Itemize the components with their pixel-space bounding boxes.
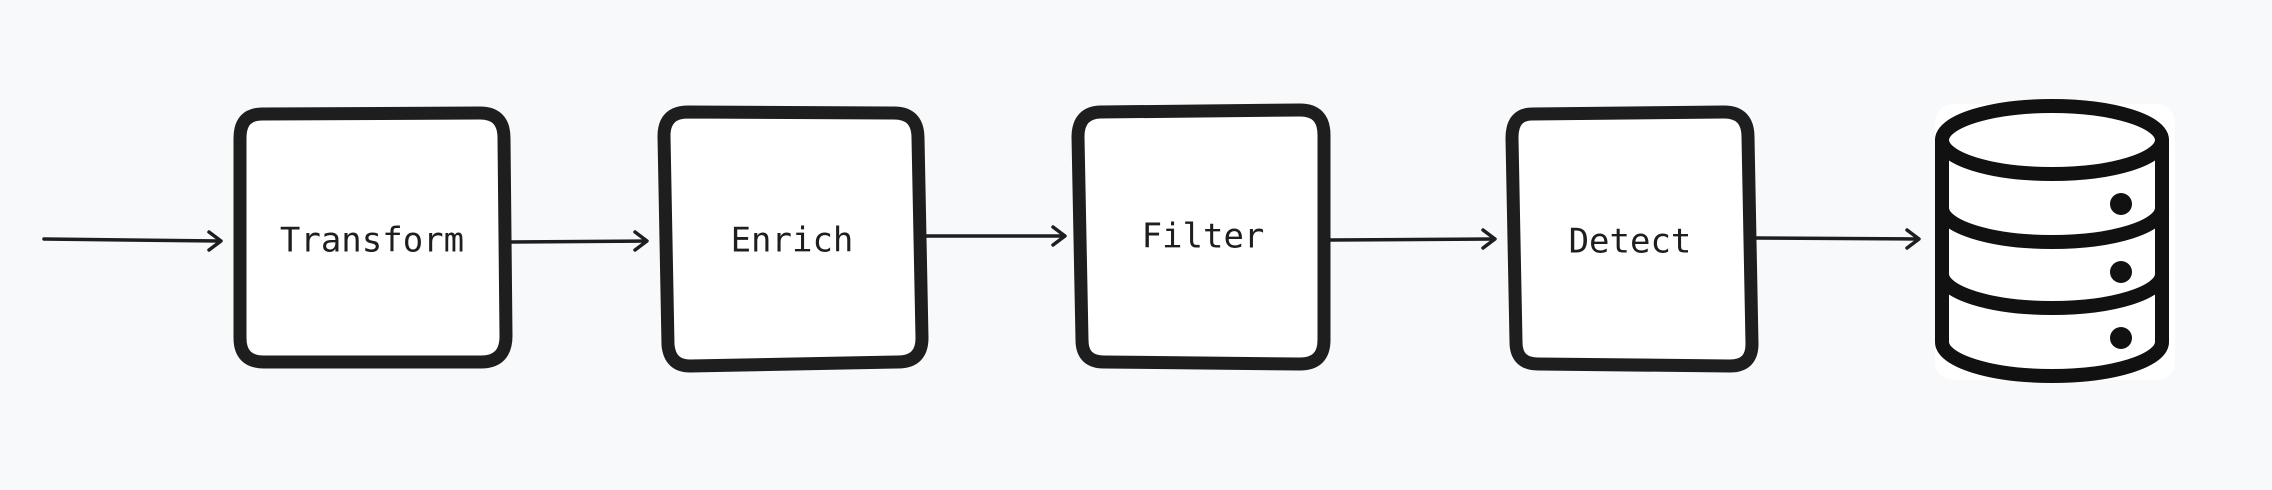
node-enrich[interactable]: Enrich — [657, 105, 929, 373]
database-body — [1935, 133, 2169, 383]
database-dot — [2110, 327, 2132, 349]
database-icon — [1935, 99, 2175, 383]
edge-detect-to-database — [1754, 228, 1921, 250]
node-label: Transform — [280, 221, 464, 261]
edge-input-to-transform — [42, 230, 223, 252]
node-box — [233, 106, 513, 369]
edge-line — [508, 239, 648, 244]
edge-enrich-to-filter — [922, 225, 1067, 247]
node-box — [657, 105, 929, 373]
node-box — [1505, 105, 1759, 373]
node-detect[interactable]: Detect — [1505, 105, 1759, 373]
node-transform[interactable]: Transform — [233, 106, 513, 369]
edge-line — [42, 237, 222, 243]
arrowhead — [1481, 228, 1497, 250]
arrowhead — [207, 230, 223, 252]
edge-line — [1754, 236, 1920, 241]
database-dot — [2110, 261, 2132, 283]
arrowhead — [1051, 225, 1067, 247]
edge-filter-to-detect — [1328, 228, 1497, 250]
node-label: Filter — [1142, 217, 1265, 257]
arrowhead — [633, 230, 649, 252]
database-disk-middle — [1935, 207, 2169, 249]
database-top — [1935, 99, 2169, 181]
edge-line — [1328, 237, 1496, 242]
node-label: Enrich — [731, 221, 854, 261]
arrowhead — [1905, 228, 1921, 250]
node-box — [1071, 103, 1331, 371]
database-dot — [2110, 193, 2132, 215]
edge-transform-to-enrich — [508, 230, 649, 252]
node-filter[interactable]: Filter — [1071, 103, 1331, 371]
node-label: Detect — [1569, 222, 1692, 262]
database-disk-lower — [1935, 273, 2169, 315]
